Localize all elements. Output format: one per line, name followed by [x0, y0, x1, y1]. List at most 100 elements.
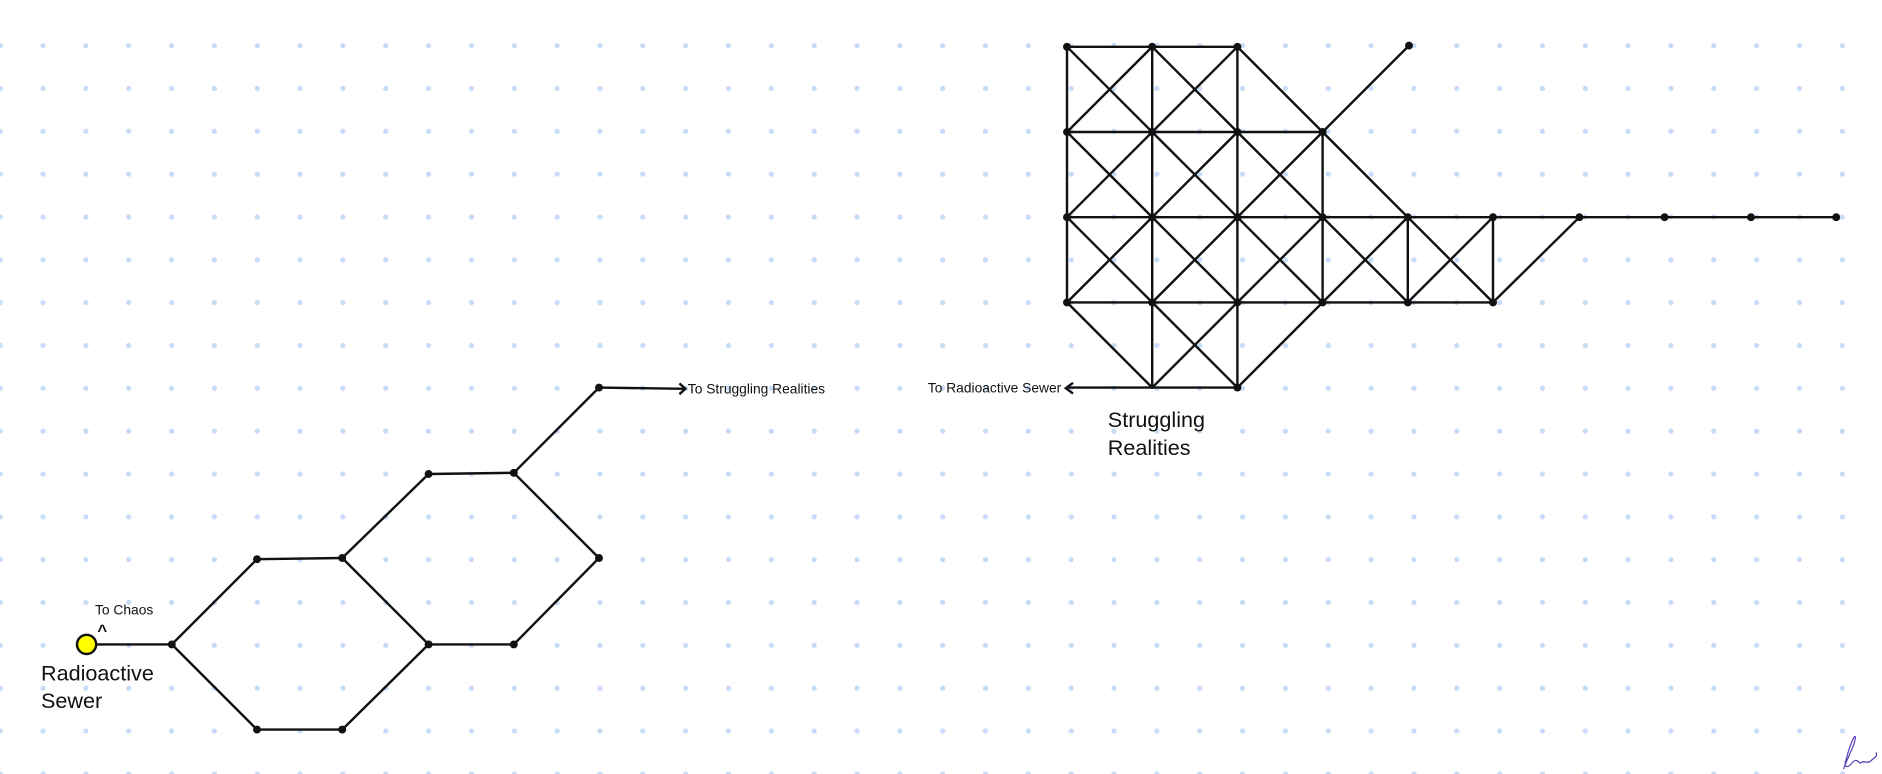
- grid-dot: [1796, 300, 1803, 306]
- grid-dot: [1239, 771, 1246, 774]
- grid-dot: [1325, 42, 1331, 49]
- graph-node[interactable]: [1233, 298, 1242, 307]
- graph-node[interactable]: [1063, 42, 1071, 51]
- graph-node[interactable]: [595, 554, 603, 562]
- grid-dot: [468, 300, 475, 306]
- graph-node[interactable]: [167, 640, 176, 649]
- graph-node[interactable]: [1233, 213, 1242, 222]
- graph-edge: [170, 643, 259, 731]
- grid-dot: [297, 171, 303, 177]
- grid-dot: [297, 685, 303, 691]
- grid-dot: [1625, 128, 1631, 134]
- graph-node[interactable]: [253, 725, 261, 734]
- graph-node[interactable]: [1318, 298, 1327, 307]
- graph-edge: [1236, 301, 1324, 389]
- graph-node[interactable]: [595, 383, 603, 392]
- grid-dot: [1496, 642, 1503, 648]
- graph-node[interactable]: [338, 554, 347, 562]
- grid-dot: [597, 171, 603, 177]
- grid-dot: [982, 257, 989, 263]
- graph-node[interactable]: [424, 640, 433, 649]
- grid-dot: [640, 214, 646, 220]
- grid-dot: [340, 257, 346, 263]
- grid-dot: [1025, 85, 1031, 92]
- graph-node[interactable]: [1233, 42, 1242, 51]
- graph-node[interactable]: [1233, 383, 1242, 392]
- grid-dot: [1839, 428, 1845, 434]
- grid-dot: [683, 771, 689, 774]
- graph-node[interactable]: [1233, 128, 1242, 136]
- grid-dot: [1668, 128, 1674, 134]
- grid-dot: [897, 171, 903, 177]
- grid-dot: [940, 728, 946, 734]
- grid-dot: [1668, 171, 1674, 177]
- graph-node[interactable]: [1148, 298, 1157, 307]
- grid-dot: [897, 428, 903, 434]
- grid-dot: [768, 685, 774, 691]
- grid-dot: [725, 471, 732, 477]
- graph-node[interactable]: [1063, 298, 1071, 307]
- grid-dot: [211, 257, 218, 263]
- graph-node[interactable]: [1148, 42, 1157, 51]
- grid-dot: [511, 514, 517, 520]
- grid-dot: [511, 385, 517, 391]
- grid-dot: [468, 85, 475, 92]
- grid-dot: [1197, 599, 1203, 606]
- grid-dot: [1754, 85, 1760, 92]
- grid-dot: [854, 257, 860, 263]
- grid-dot: [383, 342, 389, 349]
- grid-dot: [897, 385, 903, 391]
- grid-dot: [1625, 471, 1631, 477]
- graph-node[interactable]: [253, 555, 261, 564]
- grid-dot: [554, 471, 560, 477]
- grid-dot: [1068, 171, 1074, 177]
- graph-node[interactable]: [1489, 298, 1497, 307]
- station-marker[interactable]: [75, 633, 98, 656]
- graph-node[interactable]: [1403, 213, 1412, 222]
- graph-node[interactable]: [1063, 213, 1071, 222]
- grid-dot: [1454, 257, 1460, 263]
- grid-dot: [1796, 685, 1803, 691]
- graph-node[interactable]: [1063, 128, 1071, 136]
- grid-dot: [468, 728, 475, 734]
- graph-node[interactable]: [1405, 41, 1413, 50]
- station-radioactive-sewer[interactable]: Radioactive Sewer To Chaos ^ To Struggli…: [41, 382, 825, 713]
- grid-dot: [1154, 557, 1160, 563]
- grid-dot: [1154, 342, 1160, 349]
- graph-node[interactable]: [1660, 213, 1669, 222]
- grid-dot: [126, 342, 132, 349]
- graph-node[interactable]: [1575, 213, 1584, 222]
- grid-dot: [254, 385, 260, 391]
- graph-node[interactable]: [424, 470, 433, 478]
- grid-dot: [83, 428, 89, 434]
- grid-dot: [725, 728, 732, 734]
- graph-node[interactable]: [1403, 298, 1412, 307]
- graph-node[interactable]: [509, 468, 518, 477]
- graph-node[interactable]: [1318, 213, 1327, 222]
- grid-dot: [1839, 599, 1845, 606]
- station-struggling-realities[interactable]: To Radioactive Sewer Struggling Realitie…: [928, 380, 1205, 459]
- grid-dot: [597, 642, 603, 648]
- graph-node[interactable]: [509, 640, 518, 649]
- graph-node[interactable]: [1318, 128, 1327, 136]
- grid-dot: [168, 728, 175, 734]
- graph-edge: [340, 643, 430, 731]
- graph-node[interactable]: [338, 725, 347, 734]
- graph-node[interactable]: [1832, 213, 1841, 222]
- grid-dot: [640, 257, 646, 263]
- graph-node[interactable]: [1747, 213, 1755, 222]
- graph-edge: [1236, 45, 1324, 134]
- grid-dot: [1068, 685, 1074, 691]
- grid-dot: [1411, 514, 1417, 520]
- graph-node[interactable]: [1489, 213, 1497, 222]
- grid-dot: [1111, 428, 1117, 434]
- grid-dot: [854, 342, 860, 349]
- grid-dot: [511, 685, 517, 691]
- graph-node[interactable]: [1148, 213, 1157, 222]
- grid-dot: [1625, 342, 1631, 349]
- grid-dot: [725, 85, 732, 92]
- graph-edge: [170, 557, 259, 646]
- graph-node[interactable]: [1148, 128, 1157, 136]
- grid-dot: [1239, 514, 1246, 520]
- grid-dot: [811, 728, 817, 734]
